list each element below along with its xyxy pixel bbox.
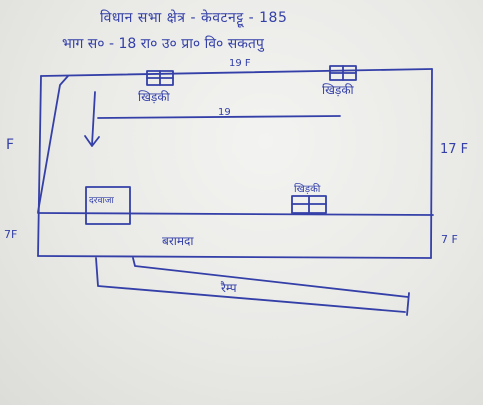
room-bottom-wall bbox=[37, 255, 432, 259]
inner-dimension-label: 19 bbox=[218, 107, 231, 118]
room-left-wall bbox=[37, 75, 42, 257]
ramp-outline bbox=[95, 257, 406, 313]
top-dimension-label: 19 F bbox=[229, 58, 251, 69]
room-verandah-line bbox=[37, 212, 434, 216]
header-line-2: भाग स० - 18 रा० उ० प्रा० वि० सकतपु bbox=[62, 36, 264, 52]
right-dimension-label: 17 F bbox=[440, 142, 469, 157]
header-line-1: विधान सभा क्षेत्र - केवटनट्टू - 185 bbox=[100, 10, 288, 26]
verandah-left-dimension-label: 7F bbox=[4, 228, 18, 241]
left-diagonal-line bbox=[37, 75, 69, 213]
inner-dimension-line bbox=[97, 115, 341, 119]
room-right-wall bbox=[430, 68, 433, 259]
door-label: दरवाजा bbox=[89, 196, 114, 206]
room-top-wall bbox=[40, 68, 433, 77]
verandah-label: बरामदा bbox=[162, 234, 194, 248]
ramp-label: रैम्प bbox=[221, 281, 237, 295]
down-arrow bbox=[91, 91, 96, 146]
window-top-left-label: खिड़की bbox=[138, 90, 170, 104]
verandah-right-dimension-label: 7 F bbox=[441, 233, 458, 246]
left-dimension-label: F bbox=[6, 137, 15, 153]
door bbox=[85, 186, 131, 225]
window-bottom-right-label: खिड़की bbox=[294, 184, 321, 195]
window-top-right-label: खिड़की bbox=[322, 83, 354, 97]
